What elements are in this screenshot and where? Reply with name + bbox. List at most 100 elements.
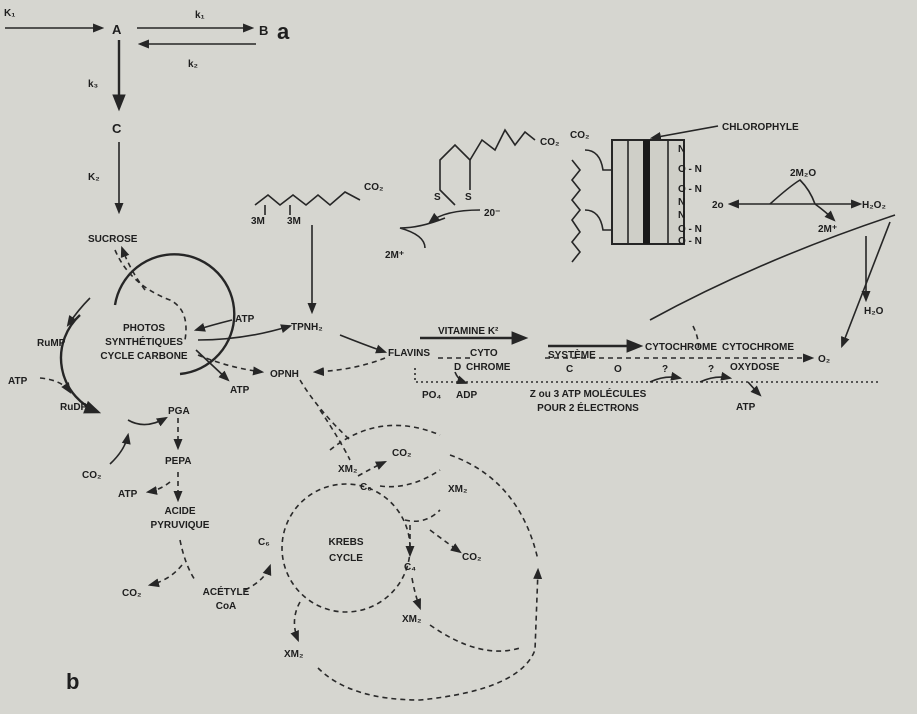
reducing-chain: CO₂ 3M 3M TPNH₂ OPNH FLAVINS [251, 182, 430, 441]
label-k2-back: k₂ [188, 59, 198, 70]
metabolite-rudp: RuDP [60, 402, 88, 413]
disulfide-ring [439, 143, 471, 206]
photo-cycle-label-1: PHOTOS [123, 323, 165, 334]
electron-chain: VITAMINE K² CYTO CHROME D SYSTÈME C O CY… [414, 325, 880, 414]
label-q2: ? [708, 364, 714, 375]
label-k1: k₁ [195, 10, 205, 21]
arrow-q2 [699, 371, 733, 383]
metabolite-pga: PGA [168, 406, 190, 417]
label-q1: ? [662, 364, 668, 375]
membrane-link-top [584, 149, 612, 171]
acide-to-acetyle [179, 539, 196, 581]
krebs-c6-xm2 [379, 469, 441, 488]
label-c: C [566, 364, 573, 375]
arrow-atp-rump [39, 377, 72, 394]
label-cytochrome-2: CYTOCHROME [722, 342, 794, 353]
arrow-2m-plus [399, 217, 446, 249]
metabolite-flavins: FLAVINS [388, 348, 430, 359]
metabolite-tpnh2: TPNH₂ [291, 322, 323, 333]
dash-cytochrome [692, 325, 700, 353]
sucrose-arrow [120, 245, 146, 291]
krebs-top-arc [329, 424, 441, 451]
arrow-atp-out [195, 349, 230, 382]
sucrose-link [114, 249, 187, 341]
metabolite-pepa: PEPA [165, 456, 192, 467]
label-k1-in: K₁ [4, 8, 15, 19]
label-oxydose: OXYDOSE [730, 362, 780, 373]
arrow-tpnh-flavins [339, 334, 388, 354]
krebs-bottom-return [429, 624, 521, 652]
photo-cycle-label-3: CYCLE CARBONE [100, 351, 188, 362]
label-s-left: S [434, 192, 441, 203]
arrow-chlorophyle [649, 125, 719, 141]
krebs-co2-top: CO₂ [392, 448, 411, 459]
photosynthetic-cycle: PHOTOS SYNTHÉTIQUES CYCLE CARBONE SUCROS… [8, 234, 293, 612]
krebs-c6-left: C₆ [258, 537, 270, 548]
label-cytochrome-1: CYTOCHROME [645, 342, 717, 353]
krebs-ring [281, 483, 411, 613]
label-n-4: N [678, 210, 685, 221]
arrow-c4-xm2 [411, 577, 421, 611]
panel-letter-a: a [277, 19, 290, 44]
arrow-rudp-pga [127, 416, 168, 427]
membrane-tail [570, 159, 582, 263]
metabolite-atp-out: ATP [230, 385, 250, 396]
metabolite-acide-2: PYRUVIQUE [151, 520, 210, 531]
arrow-to-rump [66, 297, 91, 327]
arrow-acetyle-c6 [244, 563, 272, 591]
photo-cycle-label-2: SYNTHÉTIQUES [105, 335, 183, 348]
zigzag-chain [254, 191, 361, 207]
label-vitamine: VITAMINE K² [438, 326, 499, 337]
label-note-2: POUR 2 ÉLECTRONS [537, 401, 639, 414]
label-3m-left: 3M [251, 216, 265, 227]
label-atp-out: ATP [736, 402, 756, 413]
co2-disulfide: CO₂ [540, 137, 559, 148]
label-o: O [614, 364, 622, 375]
krebs-xm2-bottom: XM₂ [402, 614, 421, 625]
label-h2o: H₂O [864, 306, 884, 317]
metabolite-opnh: OPNH [270, 369, 299, 380]
photo-cycle-ring [113, 253, 236, 376]
krebs-outer-loop [317, 567, 543, 701]
photo-cycle-ring-lower [59, 314, 102, 414]
krebs-xm2-left-bottom: XM₂ [284, 649, 303, 660]
node-a: A [112, 22, 122, 37]
krebs-outer-right [449, 454, 539, 561]
label-h2o2: H₂O₂ [862, 200, 886, 211]
metabolite-atp-rump: ATP [8, 376, 28, 387]
krebs-xm2-top: XM₂ [338, 464, 357, 475]
label-n-3: N [678, 197, 685, 208]
arrow-co2-in [109, 432, 131, 465]
metabolite-acetyle-2: CoA [216, 601, 237, 612]
arrow-co2-acetyle [147, 564, 183, 588]
co2-chain: CO₂ [364, 182, 383, 193]
krebs-in-top [319, 409, 351, 461]
panel-a: K₁ A k₁ B k₂ k₃ C K₂ a [4, 8, 290, 215]
co2-membrane: CO₂ [570, 130, 589, 141]
label-chlorophyle: CHLOROPHYLE [722, 122, 799, 133]
metabolite-sucrose: SUCROSE [88, 234, 138, 245]
arrow-2m-plus-right [814, 203, 836, 222]
metabolite-acide-1: ACIDE [164, 506, 195, 517]
metabolite-acetyle-1: ACÉTYLE [203, 585, 250, 598]
label-cyto-1: CYTO [470, 348, 498, 359]
arrow-flavins-opnh [312, 357, 386, 377]
arrow-cycle-tpnh [197, 324, 293, 341]
krebs-c6-right [404, 509, 441, 523]
label-n-0: N [678, 144, 685, 155]
krebs-cycle: KREBS CYCLE C₆ C₆ C₄ XM₂ XM₂ XM₂ XM₂ CO₂… [258, 409, 543, 701]
label-2m2o: 2M₂O [790, 168, 816, 179]
chlorophyll-membrane: CO₂ CHLOROPHYLE N O - N O - N N N O - N … [570, 122, 799, 263]
label-2m-plus-left: 2M⁺ [385, 250, 404, 261]
label-k3: k₃ [88, 79, 99, 90]
membrane-link-bottom [584, 209, 612, 231]
label-n-2: O - N [678, 184, 702, 195]
membrane-core [643, 140, 650, 244]
krebs-title-1: KREBS [328, 537, 363, 548]
krebs-xm2-right: XM₂ [448, 484, 467, 495]
label-d: D [454, 362, 461, 373]
node-b: B [259, 23, 268, 38]
metabolite-rump: RuMP [37, 338, 66, 349]
line-cytochrome-h2o2 [649, 214, 896, 321]
